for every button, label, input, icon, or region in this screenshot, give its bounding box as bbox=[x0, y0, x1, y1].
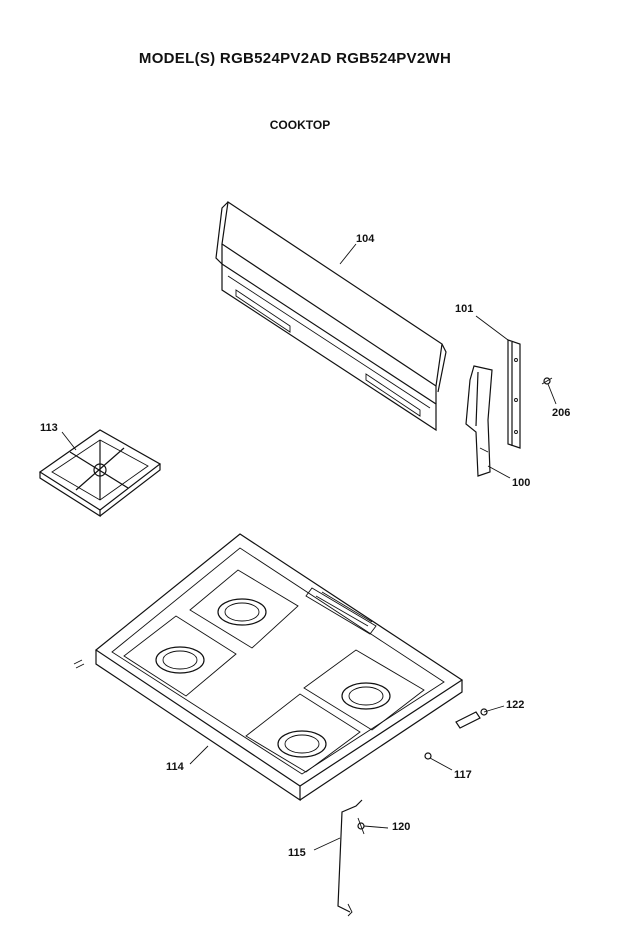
part-115-tube bbox=[337, 799, 363, 917]
label-101: 101 bbox=[455, 303, 473, 315]
part-101-side-trim bbox=[507, 339, 521, 449]
label-206: 206 bbox=[552, 407, 570, 419]
label-115: 115 bbox=[288, 847, 306, 859]
label-117: 117 bbox=[454, 769, 472, 781]
model-title: MODEL(S) RGB524PV2AD RGB524PV2WH bbox=[138, 50, 452, 67]
label-120: 120 bbox=[392, 821, 410, 833]
label-104: 104 bbox=[356, 233, 375, 245]
part-120-clip bbox=[357, 817, 365, 835]
part-114-cooktop bbox=[73, 533, 464, 802]
label-113: 113 bbox=[40, 422, 58, 434]
part-206-screw bbox=[541, 377, 553, 385]
section-title: COOKTOP bbox=[269, 118, 331, 132]
label-100: 100 bbox=[512, 477, 530, 489]
part-113-grate bbox=[38, 429, 162, 518]
label-122: 122 bbox=[506, 699, 524, 711]
part-104-backsplash bbox=[215, 200, 447, 432]
part-100-end-cap bbox=[465, 365, 493, 477]
part-122-igniter bbox=[455, 708, 488, 729]
part-117-screw bbox=[424, 752, 432, 760]
leader-lines bbox=[61, 243, 557, 851]
label-114: 114 bbox=[166, 761, 185, 773]
